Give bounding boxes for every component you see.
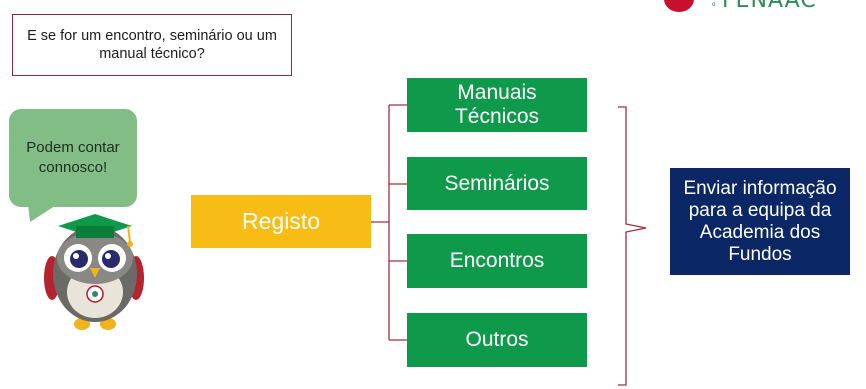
- category-box-seminarios: Seminários: [407, 157, 587, 210]
- category-box-encontros: Encontros: [407, 234, 587, 288]
- category-label: Seminários: [444, 171, 550, 195]
- speech-bubble: Podem contar connosco!: [9, 109, 137, 207]
- logo: o FENAAC: [660, 0, 866, 16]
- registo-box: Registo: [191, 195, 371, 248]
- question-text: E se for um encontro, seminário ou um ma…: [27, 28, 277, 62]
- category-label: Outros: [465, 328, 529, 351]
- speech-bubble-text: Podem contar connosco!: [26, 139, 120, 176]
- send-info-box: Enviar informação para a equipa da Acade…: [670, 168, 850, 275]
- logo-text: FENAAC: [722, 0, 817, 13]
- registo-label: Registo: [242, 208, 320, 234]
- send-info-text: Enviar informação para a equipa da Acade…: [683, 177, 837, 265]
- category-label: Manuais Técnicos: [454, 81, 540, 128]
- logo-sub: o: [712, 2, 716, 8]
- owl-mascot-icon: [44, 214, 144, 330]
- category-box-outros: Outros: [407, 313, 587, 367]
- question-box: E se for um encontro, seminário ou um ma…: [12, 14, 292, 76]
- category-box-manuais-tecnicos: Manuais Técnicos: [407, 78, 587, 132]
- category-label: Encontros: [449, 249, 545, 272]
- logo-mark-icon: [664, 0, 694, 12]
- speech-bubble-tail: [28, 204, 58, 222]
